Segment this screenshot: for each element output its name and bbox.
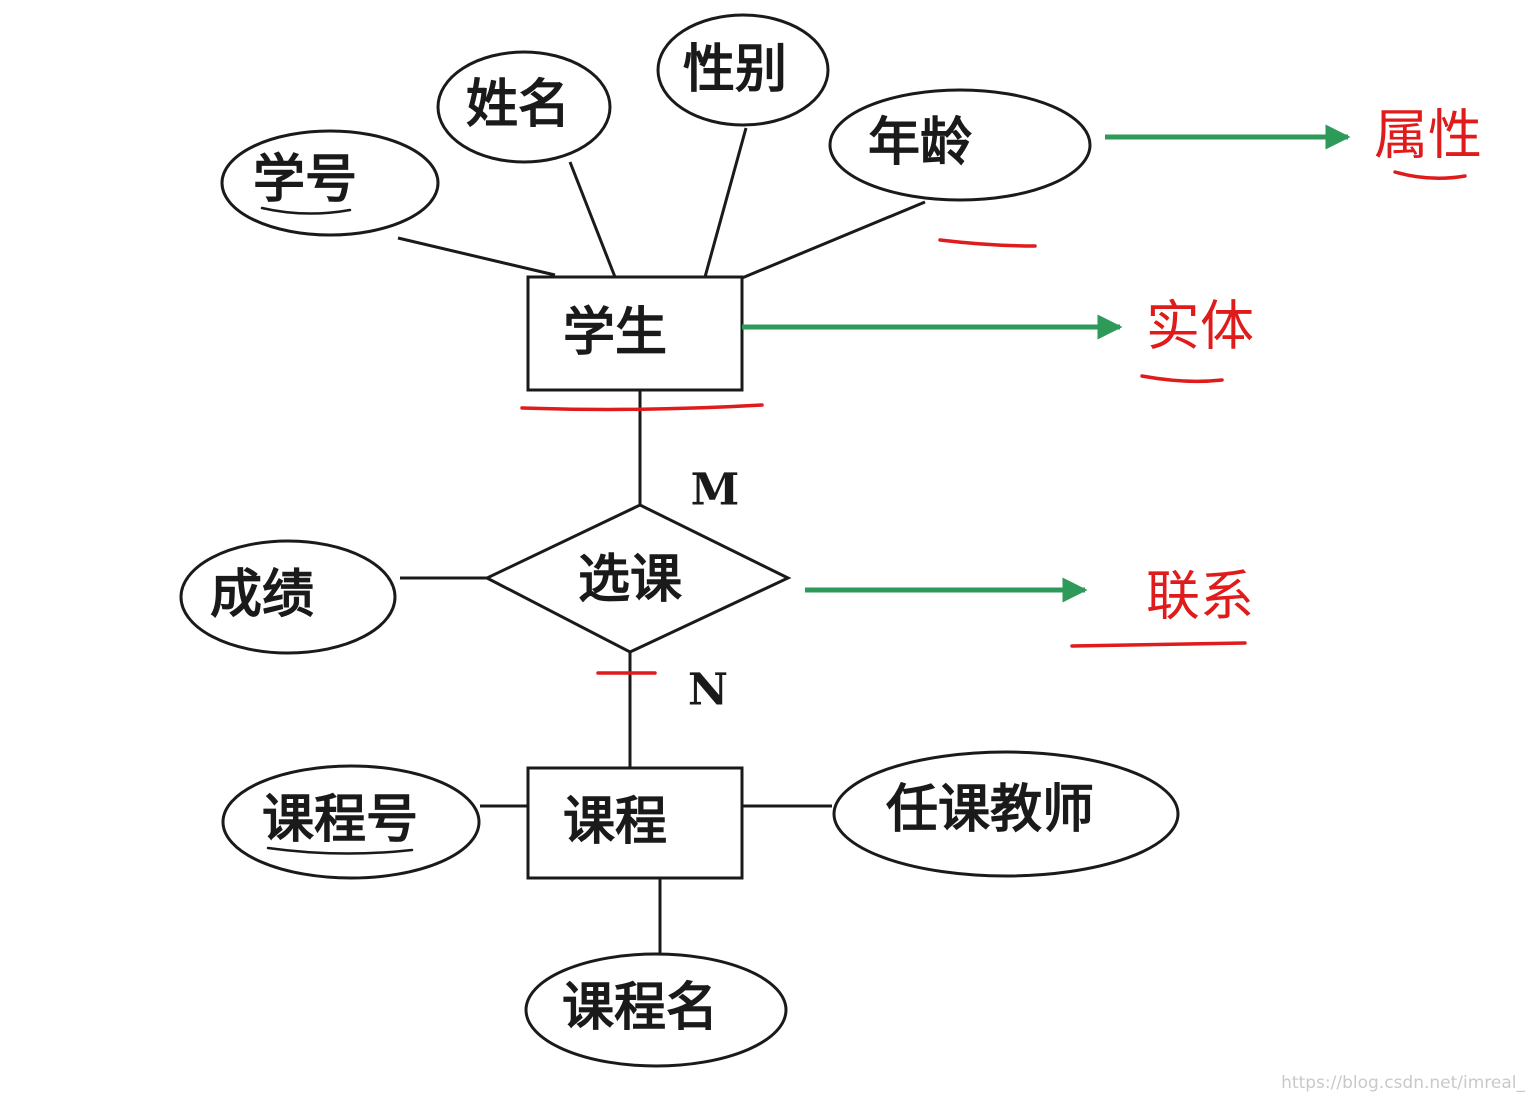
- entity-student: 学生: [526, 275, 744, 392]
- attribute-label: 课程名: [562, 978, 718, 1038]
- attribute-label: 课程号: [262, 790, 418, 850]
- red-marks: [520, 238, 1037, 675]
- entity-label: 课程: [563, 792, 667, 852]
- attribute-gender: 性别: [656, 13, 830, 127]
- entity-label: 学生: [563, 303, 667, 363]
- attribute-label: 任课教师: [886, 780, 1094, 840]
- relationship-label: 选课: [578, 550, 683, 610]
- annotation-underline: [1070, 641, 1247, 648]
- annotation-relationship: 联系: [1070, 565, 1254, 648]
- annotation-attribute: 属性: [1374, 104, 1482, 180]
- attribute-grade: 成绩: [179, 539, 397, 655]
- cardinality-n: N: [688, 665, 728, 716]
- annotation-label: 实体: [1146, 295, 1254, 358]
- annotation-label: 属性: [1374, 104, 1482, 167]
- cardinality-m: M: [691, 465, 740, 516]
- attribute-label: 姓名: [466, 75, 570, 135]
- annotation-arrows: [742, 124, 1351, 603]
- annotation-label: 联系: [1146, 565, 1254, 628]
- entity-course: 课程: [526, 766, 744, 880]
- edge-student-id: [397, 236, 556, 277]
- attribute-label: 性别: [683, 40, 787, 100]
- red-underline-student: [520, 403, 764, 412]
- attribute-name: 姓名: [436, 50, 612, 164]
- edge-name: [568, 161, 617, 278]
- annotation-underline: [1393, 170, 1467, 180]
- edge-gender: [703, 127, 748, 278]
- attribute-label: 年龄: [868, 113, 972, 173]
- key-underline: [266, 846, 414, 855]
- annotation-entity: 实体: [1140, 295, 1254, 384]
- attribute-label: 学号: [253, 150, 357, 210]
- watermark: https://blog.csdn.net/imreal_: [1281, 1073, 1525, 1093]
- annotation-underline: [1140, 374, 1224, 384]
- attribute-teacher: 任课教师: [832, 750, 1180, 878]
- attribute-course-name: 课程名: [524, 952, 788, 1068]
- attribute-label: 成绩: [210, 565, 314, 625]
- attribute-age: 年龄: [828, 88, 1092, 202]
- edge-age: [741, 200, 926, 280]
- key-underline: [260, 206, 352, 215]
- attribute-student-id: 学号: [220, 129, 440, 237]
- relationship-enroll: 选课: [483, 503, 792, 654]
- attribute-course-id: 课程号: [221, 764, 481, 880]
- red-underline-age: [938, 238, 1037, 248]
